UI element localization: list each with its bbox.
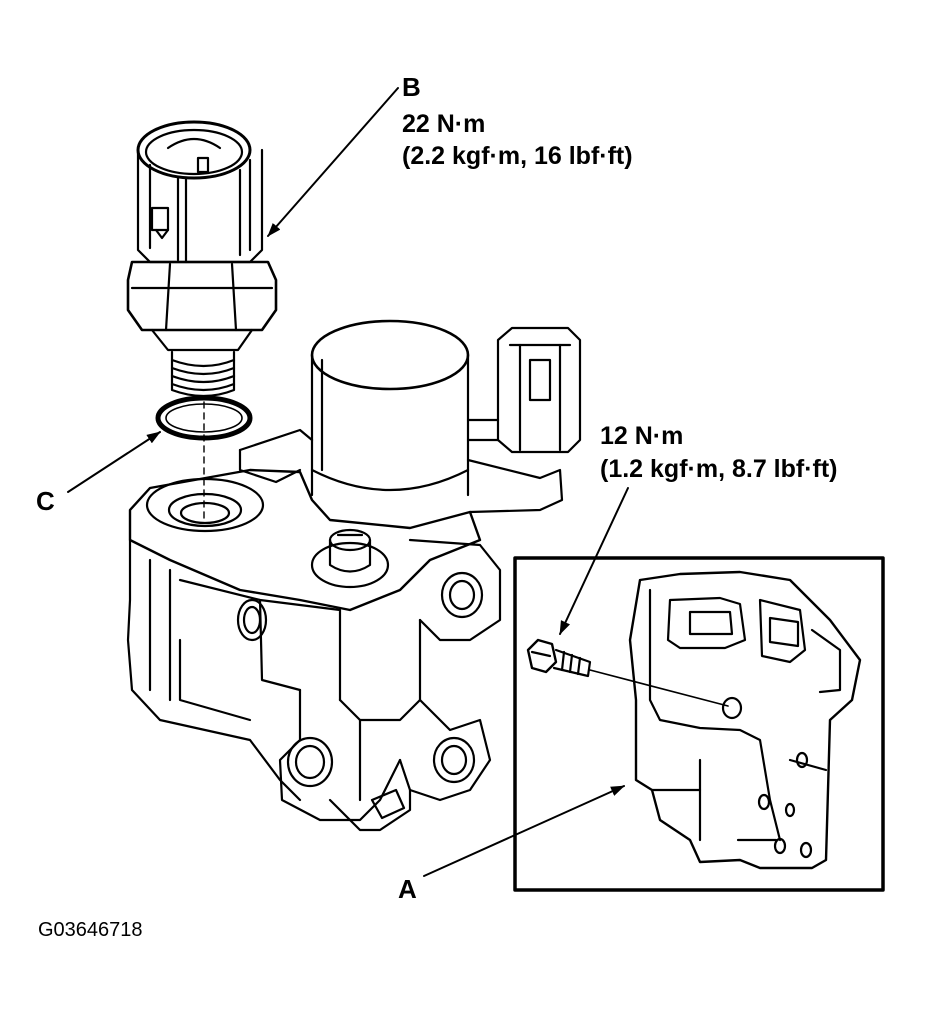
label-c: C — [36, 486, 55, 516]
o-ring — [158, 398, 250, 438]
figure-code: G03646718 — [38, 919, 143, 941]
leader-bolt — [560, 488, 628, 634]
solenoid-valve-body — [128, 321, 580, 830]
leader-b — [268, 88, 398, 236]
pressure-switch — [128, 122, 276, 520]
leader-lines — [68, 88, 628, 876]
leader-a — [424, 786, 624, 876]
torque-b-nm: 22 N·m — [402, 110, 486, 138]
torque-bolt-nm: 12 N·m — [600, 422, 684, 450]
inset-panel — [515, 558, 883, 890]
torque-b-alt: (2.2 kgf·m, 16 lbf·ft) — [402, 142, 633, 170]
leader-c — [68, 432, 160, 492]
torque-bolt-alt: (1.2 kgf·m, 8.7 lbf·ft) — [600, 455, 838, 483]
label-a: A — [398, 874, 417, 904]
label-b: B — [402, 72, 421, 102]
